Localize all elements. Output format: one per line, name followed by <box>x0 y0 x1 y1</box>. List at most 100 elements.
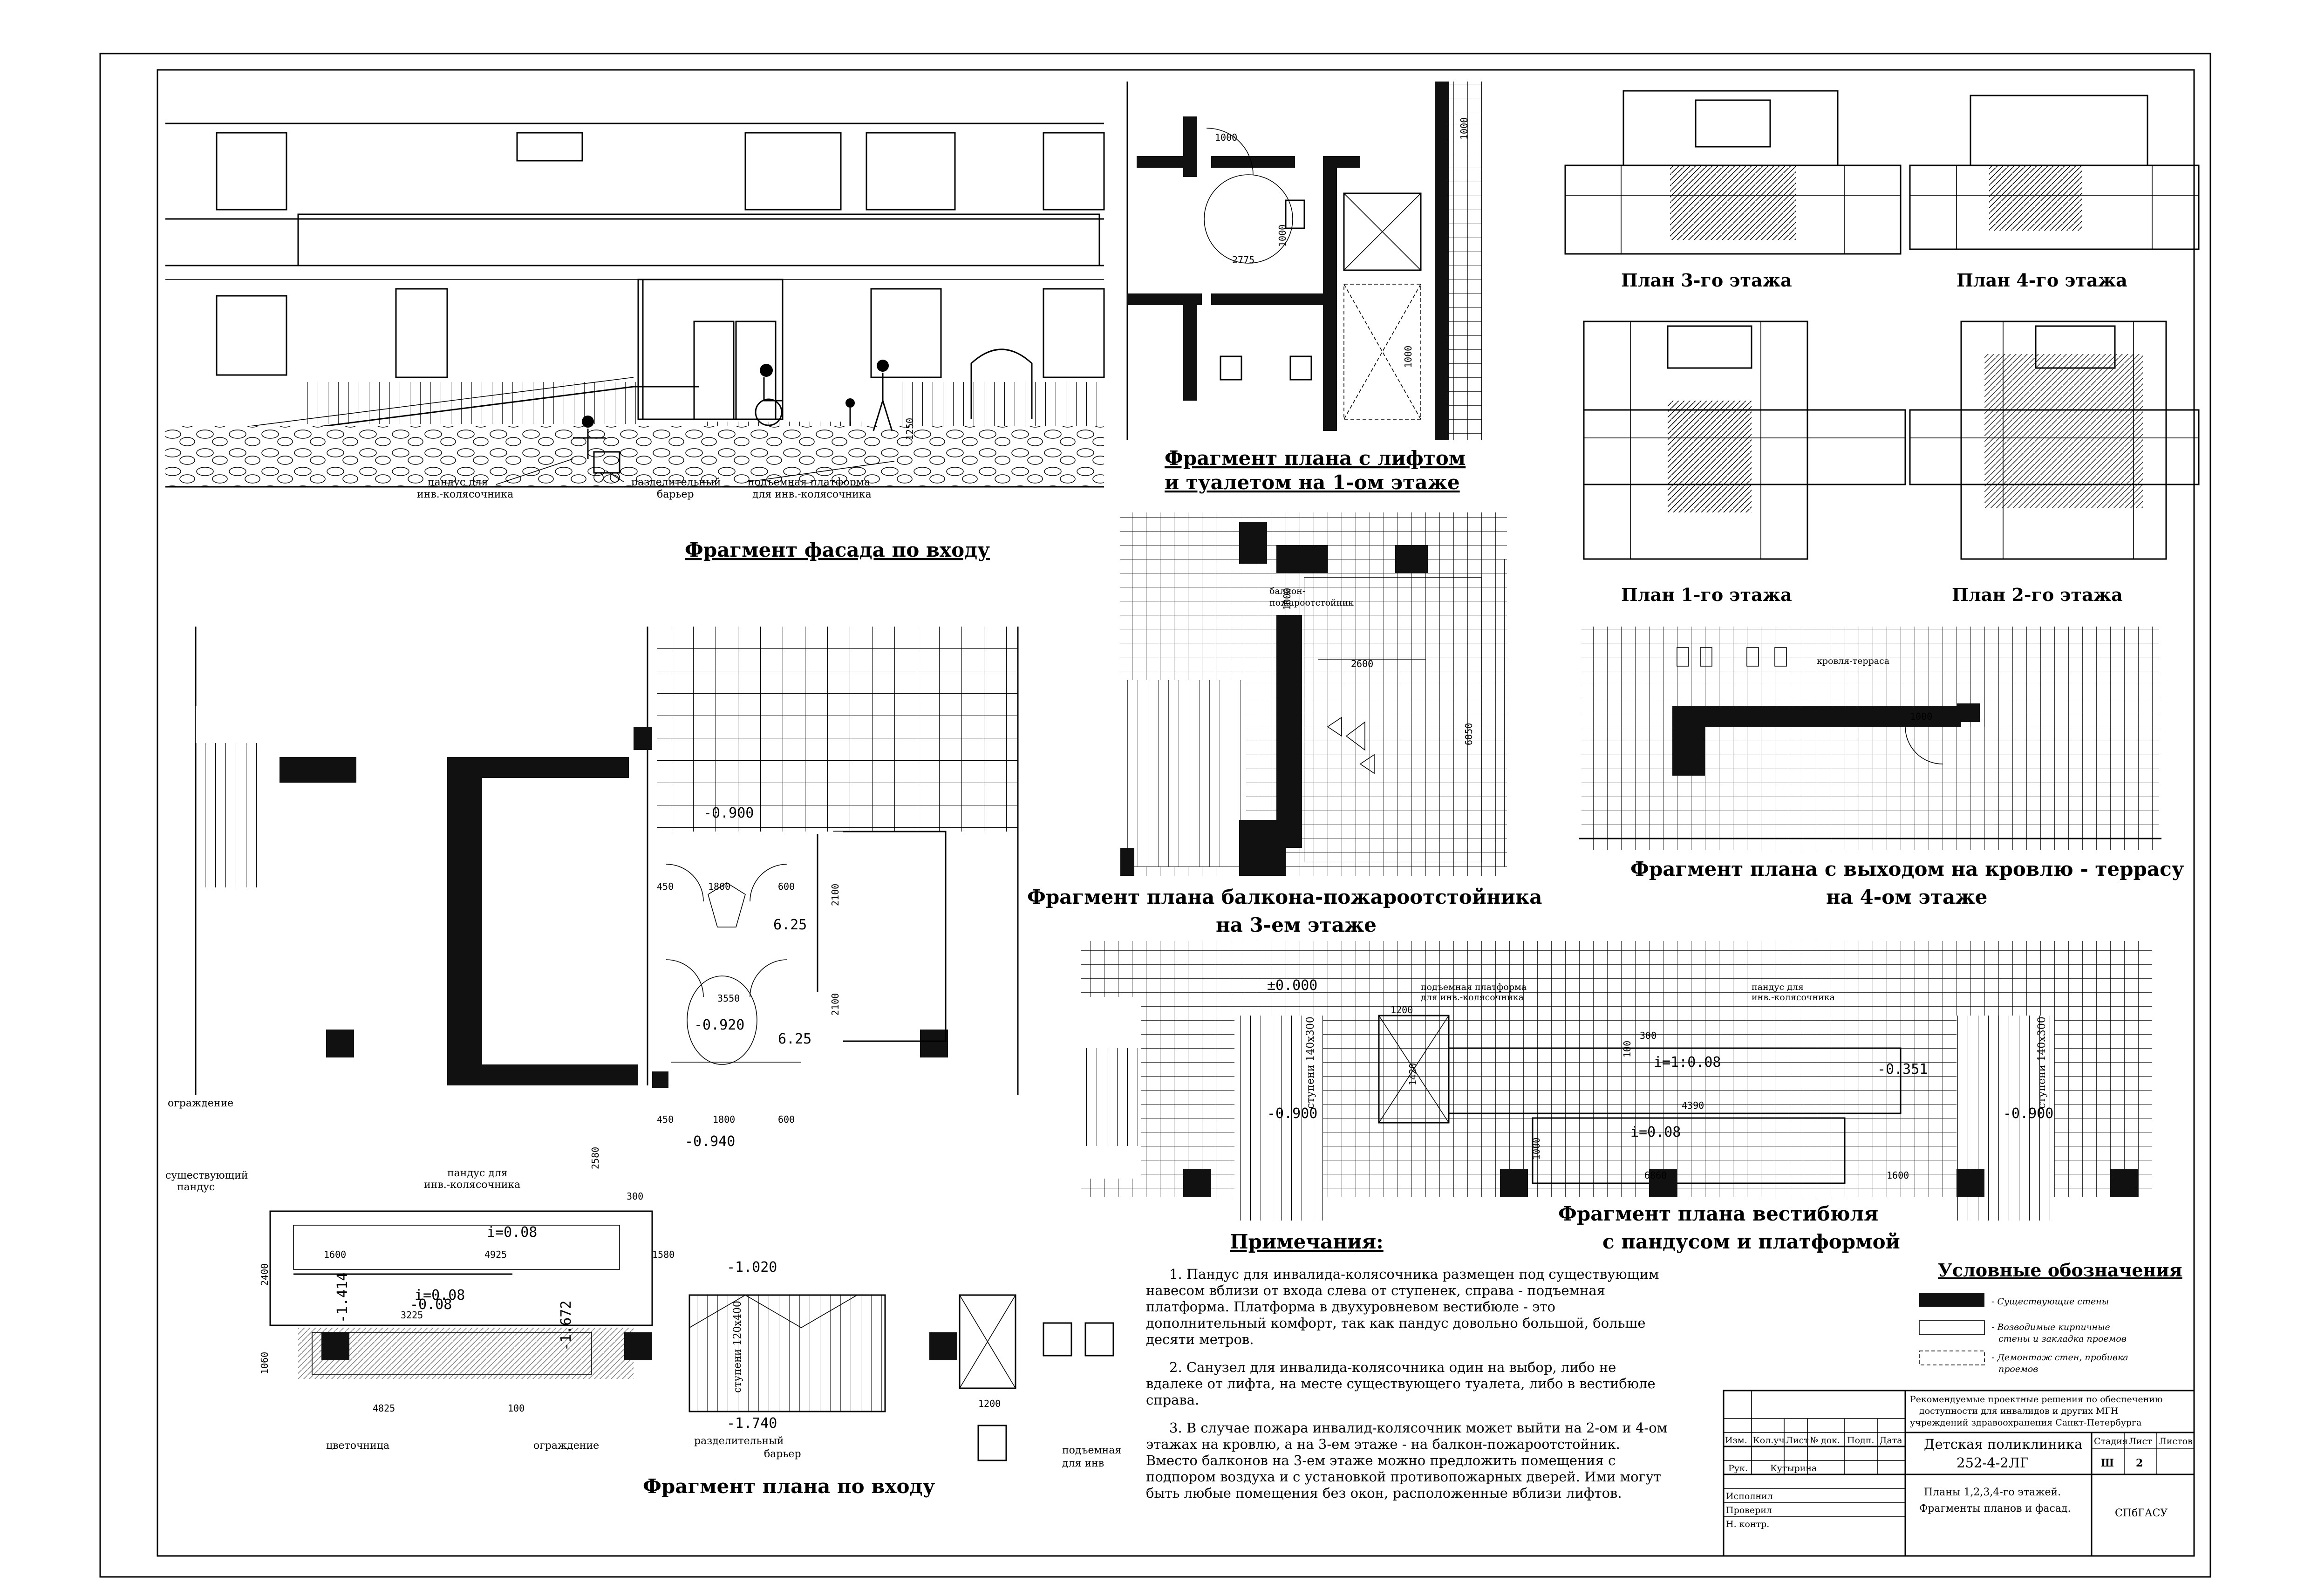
vestibule-dim-6860: 6860 <box>1644 1170 1667 1181</box>
entrance-level-1020: -1.020 <box>727 1259 777 1275</box>
lift-dim-3: 2775 <box>1232 254 1254 266</box>
tb-head-6: Дата <box>1880 1435 1902 1446</box>
entrance-dim-1580: 1580 <box>652 1249 675 1260</box>
vestibule-ramp-label-1: пандус для <box>1752 982 1804 992</box>
entrance-lift-label-2: для инв <box>1062 1458 1104 1469</box>
floor-plan-thumbnails: План 3-го этажа План 4-го этажа План 1-г… <box>1564 90 2200 605</box>
entrance-dim-2100a: 2100 <box>830 884 841 906</box>
note-1-line-3: платформа. Платформа в двухуровневом вес… <box>1146 1299 1555 1315</box>
entrance-dim-2580: 2580 <box>590 1147 601 1169</box>
tb-head-1: Изм. <box>1725 1435 1747 1446</box>
facade-ramp-label-2: инв.-колясочника <box>417 489 513 500</box>
entrance-dim-3225: 3225 <box>401 1310 423 1321</box>
roof-terrace-label: кровля-терраса <box>1817 656 1889 666</box>
vestibule-level-0: ±0.000 <box>1267 977 1317 994</box>
tb-rec-2: доступности для инвалидов и других МГН <box>1919 1406 2119 1416</box>
vestibule-slope-2: i=0.08 <box>1630 1124 1681 1140</box>
entrance-slope-008: -0.08 <box>410 1296 452 1313</box>
entrance-fence-label: ограждение <box>168 1098 233 1109</box>
balcony-dim-3: 6050 <box>1463 723 1474 745</box>
note-3-line-4: подпором воздуха и с установкой противоп… <box>1146 1469 1661 1485</box>
entrance-level-1740: -1.740 <box>727 1415 777 1432</box>
legend-label-3b: проемов <box>1998 1364 2038 1374</box>
entrance-steps-label: ступени 120х400 <box>732 1301 743 1393</box>
roof-caption-1: Фрагмент плана с выходом на кровлю - тер… <box>1630 858 2184 880</box>
balcony-fragment: балкон- пожароотстойник 1000 2600 6050 Ф… <box>1027 512 1542 936</box>
facade-fragment: 1250 пандус для инв.-колясочника раздели… <box>165 123 1105 561</box>
facade-platform-label-2: для инв.-колясочника <box>752 489 872 500</box>
vestibule-caption-2: с пандусом и платформой <box>1602 1230 1900 1253</box>
tb-role-1: Исполнил <box>1726 1491 1773 1501</box>
note-1-line-4: дополнительный комфорт, так как пандус д… <box>1146 1315 1646 1331</box>
legend-title: Условные обозначения <box>1938 1260 2182 1281</box>
note-3-line-1: 3. В случае пожара инвалид-колясочник мо… <box>1169 1420 1667 1436</box>
plan-2-caption: План 2-го этажа <box>1952 584 2123 605</box>
tb-rec-1: Рекомендуемые проектные решения по обесп… <box>1910 1394 2162 1405</box>
entrance-dim-600a: 600 <box>778 881 795 892</box>
legend-swatch-demolish <box>1919 1350 1985 1365</box>
tb-stage-head: Стадия <box>2094 1436 2128 1446</box>
tb-head-5: Подп. <box>1847 1435 1874 1446</box>
balcony-label-2: пожароотстойник <box>1269 598 1354 608</box>
entrance-dim-625a: 6.25 <box>773 917 807 933</box>
vestibule-slope-1: i=1:0.08 <box>1654 1054 1721 1071</box>
entrance-level-940: -0.940 <box>685 1133 735 1150</box>
plan-2-floor <box>1909 321 2200 560</box>
tb-sheets-head: Листов <box>2159 1436 2193 1446</box>
tb-role-ruk: Рук. <box>1728 1463 1748 1473</box>
note-1-line-2: навесом вблизи от входа слева от ступене… <box>1146 1282 1605 1298</box>
roof-caption-2: на 4-ом этаже <box>1826 886 1987 908</box>
tb-role-3: Н. контр. <box>1726 1519 1769 1529</box>
outer-frame <box>99 53 2211 1578</box>
tb-sheet-head: Лист <box>2129 1436 2152 1446</box>
legend-label-3a: - Демонтаж стен, пробивка <box>1991 1352 2128 1363</box>
pedestrian-icon <box>845 360 893 431</box>
entrance-dim-1060: 1060 <box>259 1352 270 1374</box>
tb-project-1: Детская поликлиника <box>1924 1436 2082 1452</box>
entrance-dim-1200: 1200 <box>978 1398 1001 1409</box>
facade-dim: 1250 <box>904 418 915 440</box>
facade-ramp-label-1: пандус для <box>428 477 488 488</box>
notes-block: Примечания: 1. Пандус для инвалида-коляс… <box>1146 1230 1667 1501</box>
vestibule-level-right: -0.900 <box>2003 1105 2053 1122</box>
vestibule-fragment: ±0.000 подъемная платформа для инв.-коля… <box>1081 941 2152 1253</box>
tb-org: СПбГАСУ <box>2115 1507 2168 1519</box>
vestibule-dim-100: 100 <box>1622 1041 1633 1057</box>
entrance-existing-label-2: пандус <box>177 1181 215 1193</box>
balcony-caption-1: Фрагмент плана балкона-пожароотстойника <box>1027 886 1542 908</box>
balcony-label-1: балкон- <box>1269 586 1305 596</box>
tb-sheet-title-1: Планы 1,2,3,4-го этажей. <box>1924 1487 2061 1498</box>
parent-with-stroller-icon <box>573 416 620 483</box>
vestibule-steps-right: ступени 140х300 <box>2036 1016 2048 1109</box>
entrance-slope-2: i=0.08 <box>415 1287 465 1303</box>
entrance-slope-1: i=0.08 <box>487 1224 537 1241</box>
entrance-dim-4825: 4825 <box>373 1403 395 1414</box>
legend-label-2a: - Возводимые кирпичные <box>1991 1322 2110 1332</box>
inner-frame <box>157 69 2195 1557</box>
balcony-dim-2: 2600 <box>1351 658 1373 669</box>
vestibule-dim-300: 300 <box>1640 1030 1657 1041</box>
entrance-ramp-label-1: пандус для <box>447 1167 508 1179</box>
vestibule-level-ramp: -0.351 <box>1877 1061 1928 1078</box>
facade-barrier-label-2: барьер <box>657 489 694 500</box>
vestibule-dim-1600: 1600 <box>1887 1170 1909 1181</box>
entrance-ramp-label-2: инв.-колясочника <box>424 1179 520 1191</box>
tb-head-2: Кол.уч <box>1753 1435 1785 1446</box>
legend-label-2b: стены и закладка проемов <box>1998 1334 2127 1344</box>
vestibule-steps-left: ступени 140х300 <box>1305 1016 1316 1109</box>
entrance-dim-2100b: 2100 <box>830 993 841 1016</box>
entrance-dim-3550: 3550 <box>717 993 740 1004</box>
tb-head-4: № док. <box>1810 1435 1840 1446</box>
plan-1-floor <box>1583 321 1906 560</box>
tb-head-3: Лист <box>1786 1435 1809 1446</box>
tb-stage: Ш <box>2101 1457 2114 1469</box>
lift-caption-1: Фрагмент плана с лифтом <box>1165 447 1466 470</box>
note-3-line-2: этажах на кровлю, а на 3-ем этаже - на б… <box>1146 1436 1620 1452</box>
tb-sheet: 2 <box>2136 1457 2143 1469</box>
vestibule-dim-1200: 1200 <box>1391 1004 1413 1016</box>
plan-1-caption: План 1-го этажа <box>1621 584 1792 605</box>
legend-label-1: - Существующие стены <box>1991 1296 2109 1307</box>
vestibule-dim-1000: 1000 <box>1531 1138 1542 1160</box>
legend-swatch-new <box>1919 1320 1985 1335</box>
